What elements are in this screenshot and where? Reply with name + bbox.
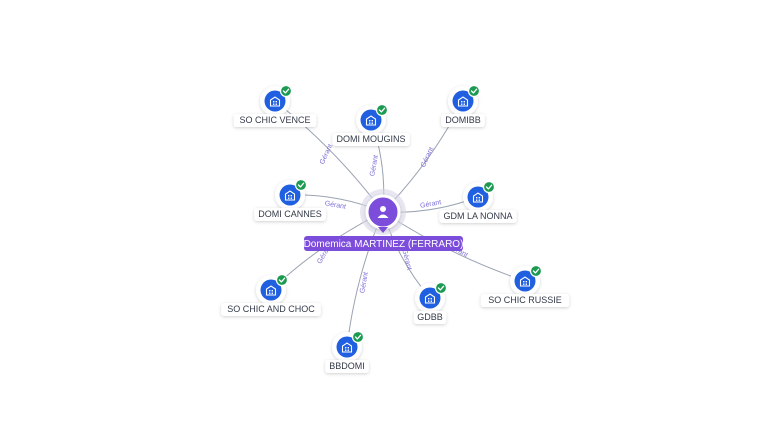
nodes-layer: SO CHIC VENCE DOMI MOUGINS DOMIBB DOMI CANN…	[221, 84, 570, 374]
edge-label-bbdomi: Gérant	[359, 272, 370, 294]
node-label-bg	[413, 311, 447, 324]
check-badge-icon	[351, 330, 365, 344]
node-label-bg	[439, 210, 517, 223]
node-circle[interactable]	[336, 336, 358, 358]
company-node-so-chic-vence[interactable]: SO CHIC VENCE	[233, 84, 317, 128]
company-node-gdm-la-nonna[interactable]: GDM LA NONNA	[439, 180, 517, 224]
node-label: SO CHIC AND CHOC	[227, 304, 315, 314]
check-badge-icon	[294, 178, 308, 192]
node-label-bg	[233, 114, 317, 127]
center-label: Domemica MARTINEZ (FERRARO)	[304, 239, 464, 250]
company-node-domi-cannes[interactable]: DOMI CANNES	[254, 178, 326, 222]
node-label-bg	[332, 133, 410, 146]
check-badge-icon	[482, 180, 496, 194]
node-circle[interactable]	[360, 109, 382, 131]
edge-label-domibb: Gérant	[420, 146, 435, 168]
company-node-domibb[interactable]: DOMIBB	[441, 84, 485, 128]
company-node-so-chic-russie[interactable]: SO CHIC RUSSIE	[480, 264, 570, 308]
node-circle[interactable]	[419, 287, 441, 309]
center-node[interactable]: Domemica MARTINEZ (FERRARO)	[304, 189, 464, 251]
node-label: GDBB	[417, 312, 443, 322]
company-node-so-chic-and-choc[interactable]: SO CHIC AND CHOC	[221, 273, 321, 317]
node-label-bg	[254, 208, 326, 221]
company-node-bbdomi[interactable]: BBDOMI	[325, 330, 369, 374]
edge-label-gdbb: Gérant	[400, 248, 412, 271]
edge-label-domi-cannes: Gérant	[324, 200, 346, 211]
edge-label-gdm-la-nonna: Gérant	[420, 199, 442, 210]
check-badge-icon	[434, 281, 448, 295]
center-label-bg	[304, 236, 463, 251]
node-label-bg	[221, 303, 321, 316]
node-label-bg	[480, 294, 570, 307]
check-badge-icon	[375, 103, 389, 117]
edge-label-domi-mougins: Gérant	[369, 155, 380, 177]
node-label: DOMIBB	[445, 115, 481, 125]
node-circle[interactable]	[514, 270, 536, 292]
node-label-bg	[441, 114, 485, 127]
node-circle[interactable]	[279, 184, 301, 206]
company-node-domi-mougins[interactable]: DOMI MOUGINS	[332, 103, 410, 147]
node-circle[interactable]	[264, 90, 286, 112]
node-label: SO CHIC RUSSIE	[488, 295, 562, 305]
check-badge-icon	[275, 273, 289, 287]
node-label: DOMI CANNES	[258, 209, 322, 219]
node-label: GDM LA NONNA	[443, 211, 512, 221]
node-circle[interactable]	[467, 186, 489, 208]
check-badge-icon	[467, 84, 481, 98]
check-badge-icon	[279, 84, 293, 98]
node-label-bg	[325, 360, 369, 373]
node-circle[interactable]	[452, 90, 474, 112]
center-pointer	[378, 227, 388, 233]
node-circle[interactable]	[260, 279, 282, 301]
edge-label-so-chic-vence: Gérant	[319, 143, 334, 165]
node-label: BBDOMI	[329, 361, 365, 371]
node-label: SO CHIC VENCE	[239, 115, 310, 125]
check-badge-icon	[529, 264, 543, 278]
company-node-gdbb[interactable]: GDBB	[413, 281, 448, 325]
person-icon	[377, 206, 389, 218]
node-label: DOMI MOUGINS	[337, 134, 406, 144]
